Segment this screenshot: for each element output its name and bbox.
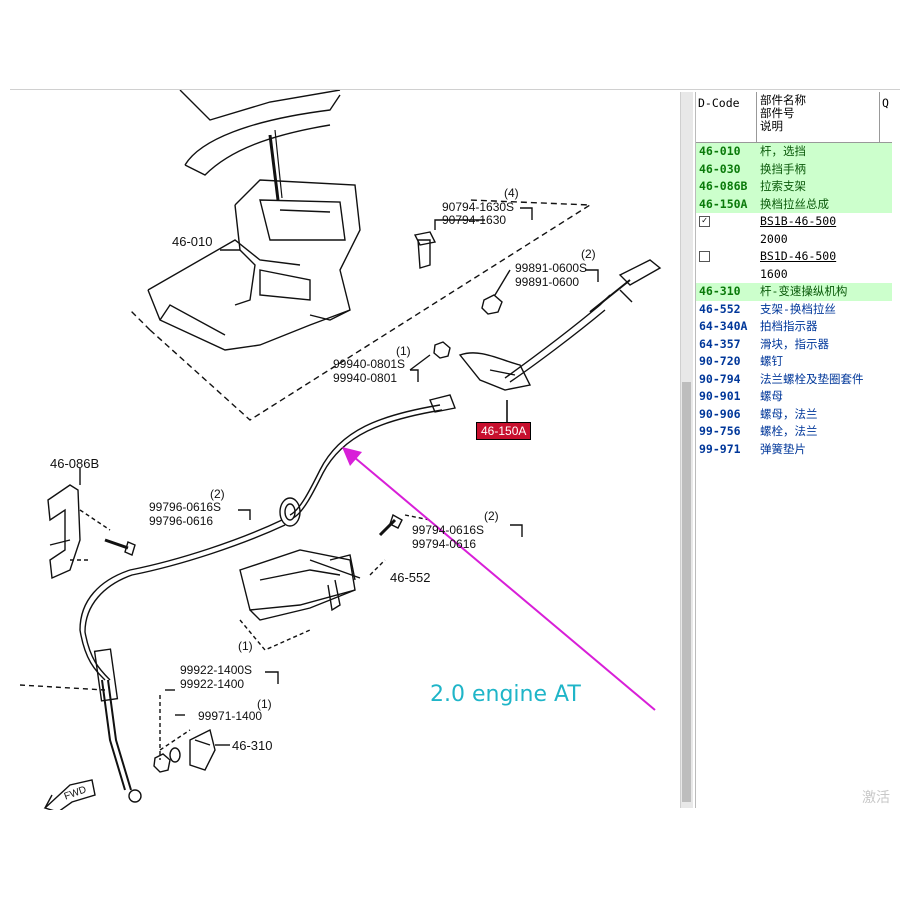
label-90794-qty: (4) xyxy=(504,186,519,200)
callout-46-150a[interactable]: 46-150A xyxy=(476,422,532,440)
scrollbar-thumb[interactable] xyxy=(682,382,691,802)
variant-part-number[interactable]: BS1B-46-500 xyxy=(760,214,837,228)
part-name: 螺母，法兰 xyxy=(760,406,818,421)
label-46-310: 46-310 xyxy=(232,738,273,753)
label-99971-1400: 99971-1400 xyxy=(198,709,263,723)
list-item[interactable]: 46-552 支架-换档拉丝 xyxy=(696,301,892,319)
variant-row[interactable]: ✓ BS1B-46-500 xyxy=(696,213,892,231)
list-item[interactable]: 46-030 换挡手柄 xyxy=(696,160,892,178)
annotation-text: 2.0 engine AT xyxy=(430,682,581,707)
label-90794-1630: 90794-1630 xyxy=(442,213,507,227)
list-item[interactable]: 46-086B 拉索支架 xyxy=(696,178,892,196)
header-name-line2: 部件号 xyxy=(760,106,795,120)
part-name: 滑块，指示器 xyxy=(760,336,829,351)
label-99796-0616s: 99796-0616S xyxy=(149,500,222,514)
list-item[interactable]: 46-010 杆，选挡 xyxy=(696,143,892,161)
part-code: 90-901 xyxy=(699,389,741,403)
variant-quantity: 1600 xyxy=(760,266,788,281)
variant-row[interactable]: BS1D-46-500 xyxy=(696,248,892,266)
variant-qty-row: 2000 xyxy=(696,231,892,249)
label-99940-0801s: 99940-0801S xyxy=(333,357,406,371)
part-name: 螺钉 xyxy=(760,354,783,368)
part-name: 换档拉丝总成 xyxy=(760,196,829,211)
pointer-arrowhead xyxy=(342,447,362,466)
label-46-086b: 46-086B xyxy=(50,456,100,471)
part-code: 46-030 xyxy=(699,161,741,176)
label-99891-0600: 99891-0600 xyxy=(515,275,580,289)
part-name: 拉索支架 xyxy=(760,179,806,193)
list-item[interactable]: 90-906 螺母，法兰 xyxy=(696,406,892,424)
label-99891-0600s: 99891-0600S xyxy=(515,261,588,275)
label-99796-qty: (2) xyxy=(210,487,225,501)
part-code: 46-010 xyxy=(699,144,741,158)
part-code: 46-552 xyxy=(699,301,741,316)
variant-qty-row: 1600 xyxy=(696,266,892,284)
label-99922-qty: (1) xyxy=(238,639,253,653)
part-code: 99-971 xyxy=(699,441,741,456)
list-item[interactable]: 46-150A 换档拉丝总成 xyxy=(696,195,892,213)
variant-quantity: 2000 xyxy=(760,231,788,246)
column-separator xyxy=(756,92,757,142)
parts-list-header: D-Code 部件名称 部件号 说明 Q xyxy=(696,92,892,143)
header-name[interactable]: 部件名称 部件号 说明 xyxy=(760,94,806,133)
part-code: 46-086B xyxy=(699,179,748,193)
list-item[interactable]: 46-310 杆-变速操纵机构 xyxy=(696,283,892,301)
vertical-scrollbar[interactable] xyxy=(680,92,693,808)
part-name: 杆，选挡 xyxy=(760,144,806,158)
top-border xyxy=(10,89,900,90)
part-name: 换挡手柄 xyxy=(760,161,806,176)
part-name: 螺母 xyxy=(760,389,783,403)
part-name: 杆-变速操纵机构 xyxy=(760,284,848,298)
part-name: 法兰螺栓及垫圈套件 xyxy=(760,371,864,386)
parts-diagram: 46-010 (4) 90794-1630S 90794-1630 (2) 99… xyxy=(10,90,680,810)
part-name: 螺栓，法兰 xyxy=(760,424,818,438)
list-item[interactable]: 64-340A 拍档指示器 xyxy=(696,318,892,336)
header-dcode[interactable]: D-Code xyxy=(698,96,740,110)
list-item[interactable]: 90-720 螺钉 xyxy=(696,353,892,371)
list-item[interactable]: 64-357 滑块，指示器 xyxy=(696,336,892,354)
label-99891-qty: (2) xyxy=(581,247,596,261)
part-code: 46-150A xyxy=(699,196,748,211)
label-99794-0616s: 99794-0616S xyxy=(412,523,485,537)
part-code: 46-310 xyxy=(699,284,741,298)
header-extra[interactable]: Q xyxy=(882,96,889,110)
parts-list-panel: D-Code 部件名称 部件号 说明 Q 46-010 杆，选挡 46-030 … xyxy=(695,92,892,808)
header-name-line3: 说明 xyxy=(760,119,783,133)
label-46-552: 46-552 xyxy=(390,570,431,585)
watermark-text: 激活 xyxy=(862,790,890,806)
part-code: 99-756 xyxy=(699,424,741,438)
list-item[interactable]: 90-794 法兰螺栓及垫圈套件 xyxy=(696,371,892,389)
diagram-drawing xyxy=(19,90,662,810)
variant-checkbox[interactable] xyxy=(699,251,710,262)
variant-part-number[interactable]: BS1D-46-500 xyxy=(760,249,837,263)
label-99794-qty: (2) xyxy=(484,509,499,523)
label-99922-1400: 99922-1400 xyxy=(180,677,245,691)
pointer-arrow xyxy=(347,451,656,711)
variant-checkbox[interactable]: ✓ xyxy=(699,216,710,227)
part-code: 90-720 xyxy=(699,354,741,368)
label-90794-1630s: 90794-1630S xyxy=(442,200,515,214)
label-99940-qty: (1) xyxy=(396,344,411,358)
part-code: 64-357 xyxy=(699,336,741,351)
part-name: 拍档指示器 xyxy=(760,319,818,333)
part-code: 90-906 xyxy=(699,406,741,421)
label-99922-1400s: 99922-1400S xyxy=(180,663,253,677)
column-separator xyxy=(879,92,880,142)
label-99796-0616: 99796-0616 xyxy=(149,514,214,528)
header-name-line1: 部件名称 xyxy=(760,93,806,107)
part-code: 64-340A xyxy=(699,319,748,333)
part-name: 弹簧垫片 xyxy=(760,441,806,456)
list-item[interactable]: 99-971 弹簧垫片 xyxy=(696,441,892,459)
list-item[interactable]: 90-901 螺母 xyxy=(696,388,892,406)
list-item[interactable]: 99-756 螺栓，法兰 xyxy=(696,423,892,441)
part-code: 90-794 xyxy=(699,371,741,386)
label-46-010: 46-010 xyxy=(172,234,213,249)
label-99971-qty: (1) xyxy=(257,697,272,711)
part-name: 支架-换档拉丝 xyxy=(760,301,836,316)
label-99940-0801: 99940-0801 xyxy=(333,371,398,385)
label-99794-0616: 99794-0616 xyxy=(412,537,477,551)
